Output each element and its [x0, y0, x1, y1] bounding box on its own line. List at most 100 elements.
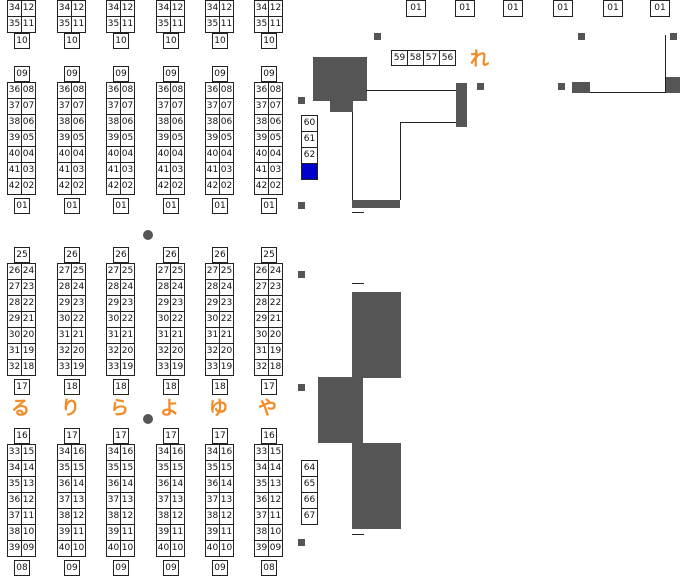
- booth-cell[interactable]: 33: [254, 444, 269, 461]
- booth-cell[interactable]: 09: [163, 560, 179, 576]
- booth-cell[interactable]: 21: [219, 327, 234, 344]
- booth-cell[interactable]: 09: [64, 66, 80, 82]
- booth-cell[interactable]: 35: [156, 460, 171, 477]
- booth-cell[interactable]: 24: [120, 279, 135, 296]
- booth-cell[interactable]: 02: [120, 178, 135, 195]
- booth-cell[interactable]: 19: [219, 359, 234, 376]
- booth-cell[interactable]: 02: [268, 178, 283, 195]
- booth-cell[interactable]: 22: [219, 311, 234, 328]
- booth-cell[interactable]: 25: [120, 263, 135, 280]
- booth-cell[interactable]: 34: [106, 444, 121, 461]
- booth-cell[interactable]: 59: [391, 50, 408, 66]
- booth-cell[interactable]: 38: [254, 524, 269, 541]
- booth-cell[interactable]: 10: [212, 33, 228, 49]
- booth-cell[interactable]: 16: [261, 428, 277, 444]
- booth-cell[interactable]: 01: [406, 0, 426, 17]
- booth-cell[interactable]: 12: [71, 0, 86, 17]
- booth-cell[interactable]: 40: [57, 540, 72, 557]
- booth-cell[interactable]: 11: [120, 524, 135, 541]
- booth-cell[interactable]: 41: [156, 162, 171, 179]
- booth-cell[interactable]: 23: [120, 295, 135, 312]
- booth-cell[interactable]: 33: [57, 359, 72, 376]
- booth-cell[interactable]: 42: [106, 178, 121, 195]
- booth-cell[interactable]: 35: [254, 16, 269, 33]
- booth-cell[interactable]: 24: [21, 263, 36, 280]
- booth-cell[interactable]: 67: [301, 508, 318, 525]
- booth-cell[interactable]: 24: [71, 279, 86, 296]
- booth-cell[interactable]: 04: [268, 146, 283, 163]
- booth-cell[interactable]: 03: [120, 162, 135, 179]
- booth-cell[interactable]: 36: [7, 492, 22, 509]
- booth-cell[interactable]: 60: [301, 115, 318, 132]
- booth-cell[interactable]: 14: [71, 476, 86, 493]
- booth-cell[interactable]: 19: [120, 359, 135, 376]
- booth-cell[interactable]: 08: [120, 82, 135, 99]
- booth-cell[interactable]: 34: [254, 0, 269, 17]
- booth-cell[interactable]: 10: [64, 33, 80, 49]
- booth-cell[interactable]: 39: [205, 524, 220, 541]
- booth-cell[interactable]: 04: [71, 146, 86, 163]
- booth-cell[interactable]: 30: [106, 311, 121, 328]
- booth-cell[interactable]: 27: [57, 263, 72, 280]
- booth-cell[interactable]: 32: [156, 343, 171, 360]
- booth-cell[interactable]: 13: [219, 492, 234, 509]
- booth-cell[interactable]: 20: [170, 343, 185, 360]
- booth-cell[interactable]: 23: [219, 295, 234, 312]
- booth-cell[interactable]: 09: [163, 66, 179, 82]
- booth-cell[interactable]: 10: [71, 540, 86, 557]
- booth-cell[interactable]: 07: [21, 98, 36, 115]
- booth-cell[interactable]: 16: [170, 444, 185, 461]
- booth-cell[interactable]: 29: [7, 311, 22, 328]
- booth-cell[interactable]: 32: [254, 359, 269, 376]
- booth-cell[interactable]: 36: [106, 82, 121, 99]
- booth-cell[interactable]: 11: [219, 16, 234, 33]
- booth-cell[interactable]: 02: [219, 178, 234, 195]
- booth-cell[interactable]: 06: [120, 114, 135, 131]
- booth-cell[interactable]: 36: [57, 82, 72, 99]
- booth-cell[interactable]: 02: [21, 178, 36, 195]
- booth-cell[interactable]: 26: [7, 263, 22, 280]
- booth-cell[interactable]: 04: [120, 146, 135, 163]
- booth-cell[interactable]: 17: [64, 428, 80, 444]
- booth-cell[interactable]: 10: [163, 33, 179, 49]
- booth-cell[interactable]: 65: [301, 476, 318, 493]
- booth-cell[interactable]: 24: [170, 279, 185, 296]
- booth-cell[interactable]: 11: [71, 16, 86, 33]
- booth-cell[interactable]: 36: [106, 476, 121, 493]
- booth-cell[interactable]: 29: [156, 295, 171, 312]
- booth-cell[interactable]: 01: [553, 0, 573, 17]
- booth-cell[interactable]: 21: [120, 327, 135, 344]
- booth-cell[interactable]: 09: [268, 540, 283, 557]
- booth-cell[interactable]: 30: [57, 311, 72, 328]
- booth-cell[interactable]: 20: [120, 343, 135, 360]
- booth-cell[interactable]: 18: [113, 379, 129, 395]
- booth-cell[interactable]: 40: [106, 146, 121, 163]
- booth-cell[interactable]: 11: [170, 524, 185, 541]
- booth-cell[interactable]: 27: [205, 263, 220, 280]
- booth-cell[interactable]: 08: [268, 82, 283, 99]
- booth-cell[interactable]: 34: [7, 460, 22, 477]
- booth-cell[interactable]: 34: [106, 0, 121, 17]
- booth-cell[interactable]: 37: [205, 492, 220, 509]
- booth-cell[interactable]: 40: [106, 540, 121, 557]
- booth-cell[interactable]: 15: [71, 460, 86, 477]
- booth-cell[interactable]: 36: [156, 476, 171, 493]
- booth-cell[interactable]: 41: [205, 162, 220, 179]
- booth-cell[interactable]: 14: [268, 460, 283, 477]
- booth-cell[interactable]: 34: [205, 0, 220, 17]
- booth-cell[interactable]: 29: [57, 295, 72, 312]
- booth-cell[interactable]: 40: [156, 540, 171, 557]
- booth-cell[interactable]: 23: [71, 295, 86, 312]
- booth-cell[interactable]: 29: [205, 295, 220, 312]
- booth-cell[interactable]: 39: [57, 130, 72, 147]
- booth-cell[interactable]: 14: [120, 476, 135, 493]
- booth-cell[interactable]: 15: [268, 444, 283, 461]
- booth-cell[interactable]: 24: [268, 263, 283, 280]
- booth-cell[interactable]: 31: [205, 327, 220, 344]
- booth-cell[interactable]: 40: [205, 146, 220, 163]
- booth-cell[interactable]: 16: [71, 444, 86, 461]
- booth-cell[interactable]: 28: [156, 279, 171, 296]
- booth-cell[interactable]: 05: [21, 130, 36, 147]
- booth-cell[interactable]: 12: [219, 508, 234, 525]
- booth-cell[interactable]: 31: [106, 327, 121, 344]
